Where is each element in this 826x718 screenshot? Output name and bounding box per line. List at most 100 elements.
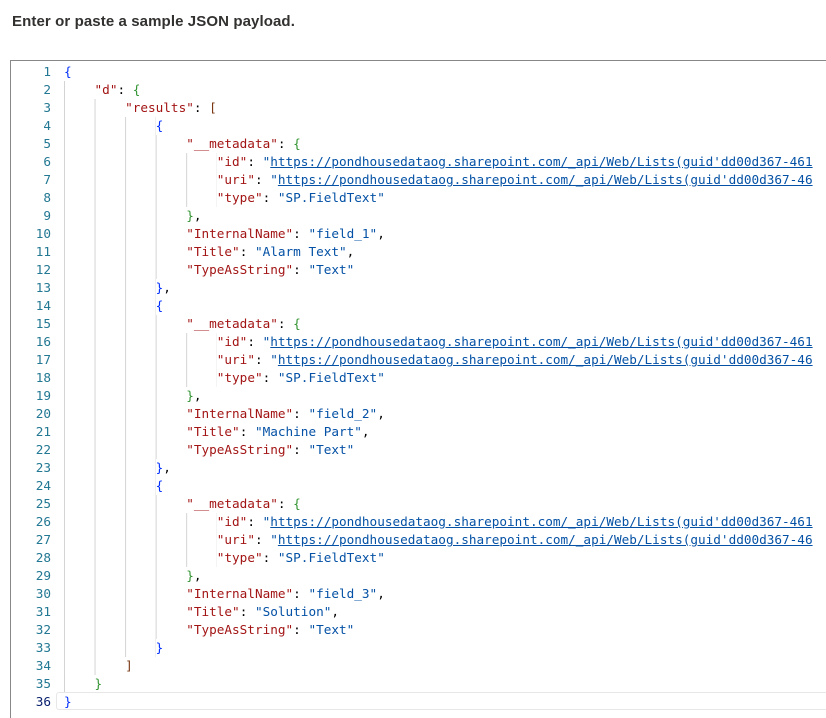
line-number: 12 <box>35 262 51 277</box>
json-string-value-token: " <box>270 532 278 547</box>
json-string-value-token: "SP.FieldText" <box>277 370 385 385</box>
line-number: 14 <box>35 298 51 313</box>
code-line: }, <box>64 387 826 405</box>
line-number: 16 <box>35 334 51 349</box>
page-title: Enter or paste a sample JSON payload. <box>12 13 295 30</box>
line-number: 23 <box>35 460 51 475</box>
bracket-token: { <box>64 64 72 79</box>
code-line: "type": "SP.FieldText" <box>64 369 826 387</box>
punctuation-token: : <box>247 334 263 349</box>
code-line: "id": "https://pondhousedataog.sharepoin… <box>64 153 826 171</box>
json-string-value-token: "field_3" <box>308 586 378 601</box>
indent-guides <box>64 207 187 225</box>
indent-guides <box>64 297 156 315</box>
indent-guides <box>64 243 187 261</box>
url-link[interactable]: https://pondhousedataog.sharepoint.com/_… <box>277 352 813 367</box>
punctuation-token: : <box>254 172 271 187</box>
code-line: "id": "https://pondhousedataog.sharepoin… <box>64 513 826 531</box>
line-number: 29 <box>35 568 51 583</box>
line-number: 20 <box>35 406 51 421</box>
punctuation-token: : <box>254 532 271 547</box>
indent-guides <box>64 477 156 495</box>
indent-guides <box>64 423 187 441</box>
json-string-value-token: " <box>262 334 271 349</box>
bracket-token: [ <box>209 100 217 115</box>
code-line: "Title": "Solution", <box>64 603 826 621</box>
indent-guides <box>64 279 156 297</box>
line-number: 11 <box>35 244 51 259</box>
code-line: "__metadata": { <box>64 495 826 513</box>
json-string-value-token: "Text" <box>308 622 355 637</box>
indent-guides <box>64 261 187 279</box>
json-key-token: "id" <box>216 154 248 169</box>
indent-guides <box>64 189 217 207</box>
code-line: "InternalName": "field_2", <box>64 405 826 423</box>
line-number: 28 <box>35 550 51 565</box>
json-string-value-token: "SP.FieldText" <box>277 190 385 205</box>
bracket-token: } <box>155 640 164 655</box>
code-line: { <box>64 297 826 315</box>
punctuation-token: : <box>293 586 309 601</box>
json-key-token: "__metadata" <box>186 496 278 511</box>
indent-guides <box>64 585 187 603</box>
bracket-token: } <box>186 208 194 223</box>
punctuation-token: : <box>247 514 263 529</box>
json-key-token: "Title" <box>186 424 240 439</box>
punctuation-token: , <box>163 280 171 295</box>
json-key-token: "uri" <box>216 172 255 187</box>
url-link[interactable]: https://pondhousedataog.sharepoint.com/_… <box>277 532 813 547</box>
line-number: 1 <box>43 64 51 79</box>
code-line: "Title": "Machine Part", <box>64 423 826 441</box>
code-line: { <box>64 63 826 81</box>
json-string-value-token: " <box>262 154 271 169</box>
code-line: }, <box>64 207 826 225</box>
bracket-token: } <box>186 388 194 403</box>
code-line: "InternalName": "field_1", <box>64 225 826 243</box>
indent-guides <box>64 81 95 99</box>
indent-guides <box>64 495 187 513</box>
json-string-value-token: "SP.FieldText" <box>277 550 385 565</box>
json-string-value-token: "Text" <box>308 262 355 277</box>
code-line: "id": "https://pondhousedataog.sharepoin… <box>64 333 826 351</box>
json-string-value-token: " <box>270 172 278 187</box>
line-number: 13 <box>35 280 51 295</box>
punctuation-token: : <box>293 442 309 457</box>
code-line: "type": "SP.FieldText" <box>64 549 826 567</box>
json-string-value-token: "field_1" <box>308 226 378 241</box>
punctuation-token: : <box>293 226 309 241</box>
line-number: 27 <box>35 532 51 547</box>
code-line: "Title": "Alarm Text", <box>64 243 826 261</box>
punctuation-token: : <box>293 262 309 277</box>
indent-guides <box>64 675 95 693</box>
bracket-token: { <box>293 136 301 151</box>
indent-guides <box>64 603 187 621</box>
url-link[interactable]: https://pondhousedataog.sharepoint.com/_… <box>277 172 813 187</box>
url-link[interactable]: https://pondhousedataog.sharepoint.com/_… <box>270 514 813 529</box>
indent-guides <box>64 99 126 117</box>
json-key-token: "results" <box>125 100 194 115</box>
json-key-token: "TypeAsString" <box>186 622 294 637</box>
line-number: 30 <box>35 586 51 601</box>
punctuation-token: : <box>117 82 133 97</box>
json-key-token: "InternalName" <box>186 406 294 421</box>
line-number: 6 <box>43 154 51 169</box>
line-number: 15 <box>35 316 51 331</box>
indent-guides <box>64 459 156 477</box>
indent-guides <box>64 621 187 639</box>
code-line: { <box>64 117 826 135</box>
punctuation-token: : <box>247 154 263 169</box>
code-line: }, <box>64 459 826 477</box>
code-line: "TypeAsString": "Text" <box>64 621 826 639</box>
indent-guides <box>64 513 217 531</box>
punctuation-token: , <box>331 604 339 619</box>
bracket-token: } <box>155 280 164 295</box>
json-key-token: "type" <box>216 190 263 205</box>
url-link[interactable]: https://pondhousedataog.sharepoint.com/_… <box>270 334 813 349</box>
url-link[interactable]: https://pondhousedataog.sharepoint.com/_… <box>270 154 813 169</box>
json-key-token: "Title" <box>186 244 240 259</box>
line-number: 34 <box>35 658 51 673</box>
json-key-token: "TypeAsString" <box>186 442 294 457</box>
